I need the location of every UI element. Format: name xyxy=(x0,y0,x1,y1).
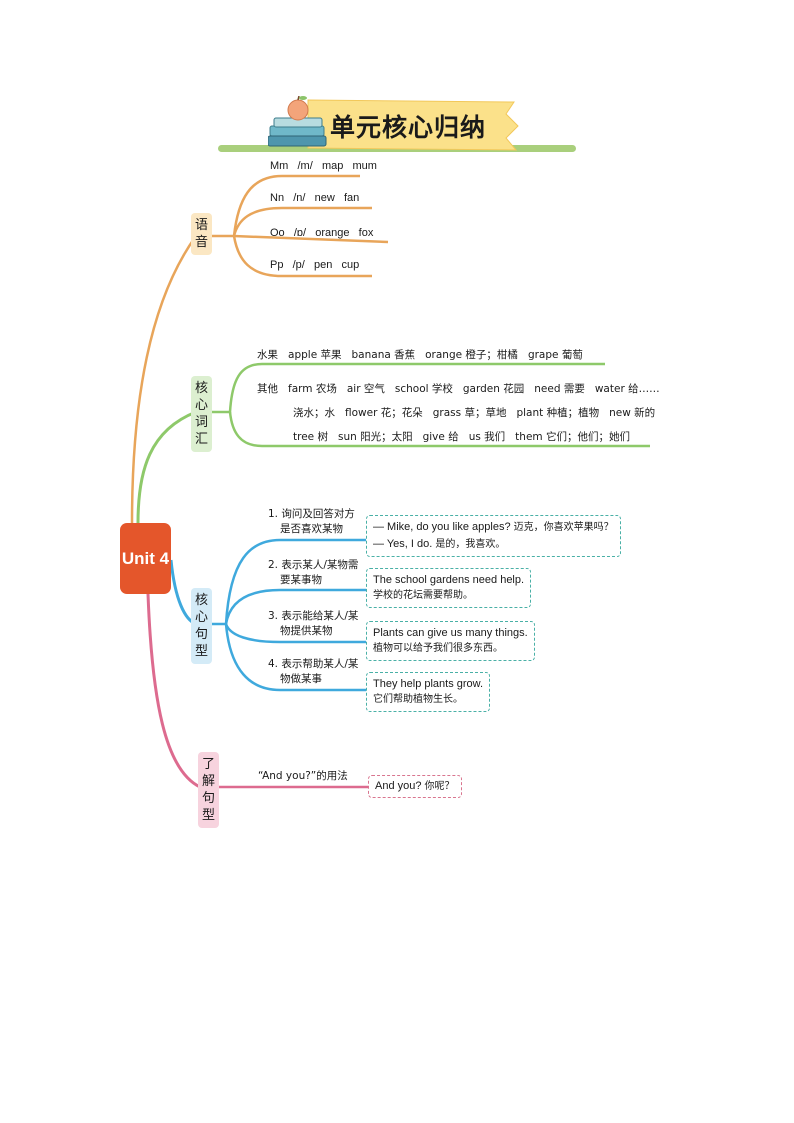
sentence-label: 2. 表示某人/某物需 要某事物 xyxy=(268,558,358,588)
example-zh: 学校的花坛需要帮助。 xyxy=(373,590,473,601)
example-zh: 植物可以给予我们很多东西。 xyxy=(373,643,503,654)
vocab-other-line: 浇水；水 flower 花；花朵 grass 草；草地 plant 种植；植物 … xyxy=(293,407,656,419)
sentence-label-line: 4. 表示帮助某人/某 xyxy=(268,658,359,670)
example-en: They help plants grow. xyxy=(373,678,484,690)
category-char: 核 xyxy=(194,593,208,608)
sentence-example: Plants can give us many things. 植物可以给予我们… xyxy=(366,621,535,661)
sentence-label-line: 是否喜欢某物 xyxy=(280,523,343,535)
sentence-example: They help plants grow. 它们帮助植物生长。 xyxy=(366,672,491,712)
category-char: 词 xyxy=(194,415,208,430)
phonics-item: Oo /ɒ/ orange fox xyxy=(270,227,374,239)
example-zh: 是的，我喜欢。 xyxy=(435,539,506,550)
example-en: And you? xyxy=(375,780,425,792)
category-char: 句 xyxy=(201,791,215,806)
phonics-item: Pp /p/ pen cup xyxy=(270,259,360,271)
sentence-label: 1. 询问及回答对方 是否喜欢某物 xyxy=(268,507,355,537)
category-sentences: 核 心 句 型 xyxy=(191,588,212,664)
category-char: 核 xyxy=(194,381,208,396)
category-phonics: 语 音 xyxy=(191,213,212,255)
sentence-label-line: 2. 表示某人/某物需 xyxy=(268,559,359,571)
sentence-example: The school gardens need help. 学校的花坛需要帮助。 xyxy=(366,568,532,608)
sentence-label-line: 物做某事 xyxy=(280,673,322,685)
books-apple-icon xyxy=(267,95,519,151)
title-banner xyxy=(267,95,524,158)
sentence-label-line: 物提供某物 xyxy=(280,625,333,637)
understand-label: “And you?”的用法 xyxy=(258,770,348,782)
example-en: — Mike, do you like apples? xyxy=(373,521,514,533)
category-char: 型 xyxy=(201,808,215,823)
sentence-label-line: 要某事物 xyxy=(280,574,322,586)
category-char: 心 xyxy=(194,610,208,625)
vocab-fruit: 水果 apple 苹果 banana 香蕉 orange 橙子；柑橘 grape… xyxy=(257,349,583,361)
example-en: Plants can give us many things. xyxy=(373,627,528,639)
sentence-label: 3. 表示能给某人/某 物提供某物 xyxy=(268,609,358,639)
example-en: — Yes, I do. xyxy=(373,538,436,550)
example-line: — Yes, I do. 是的，我喜欢。 xyxy=(373,536,614,553)
category-char: 音 xyxy=(194,235,208,250)
category-understand: 了 解 句 型 xyxy=(198,752,219,828)
vocab-other-line: tree 树 sun 阳光；太阳 give 给 us 我们 them 它们；他们… xyxy=(293,431,630,443)
understand-example: And you? 你呢？ xyxy=(368,775,462,798)
sentence-label: 4. 表示帮助某人/某 物做某事 xyxy=(268,657,358,687)
page-title: 单元核心归纳 xyxy=(330,113,487,142)
phonics-item: Nn /n/ new fan xyxy=(270,192,360,204)
category-vocab: 核 心 词 汇 xyxy=(191,376,212,452)
center-node: Unit 4 xyxy=(120,523,171,594)
category-char: 解 xyxy=(201,774,215,789)
example-zh: 迈克，你喜欢苹果吗？ xyxy=(513,522,614,533)
category-char: 型 xyxy=(194,644,208,659)
example-zh: 你呢？ xyxy=(424,781,455,792)
category-char: 语 xyxy=(194,218,208,233)
example-en: The school gardens need help. xyxy=(373,574,525,586)
sentence-label-line: 1. 询问及回答对方 xyxy=(268,508,355,520)
category-char: 句 xyxy=(194,627,208,642)
vocab-other-line: 其他 farm 农场 air 空气 school 学校 garden 花园 ne… xyxy=(257,383,660,395)
phonics-item: Mm /m/ map mum xyxy=(270,160,377,172)
example-zh: 它们帮助植物生长。 xyxy=(373,694,463,705)
category-char: 了 xyxy=(201,757,215,772)
category-char: 心 xyxy=(194,398,208,413)
example-line: — Mike, do you like apples? 迈克，你喜欢苹果吗？ xyxy=(373,519,614,536)
category-char: 汇 xyxy=(194,432,208,447)
sentence-label-line: 3. 表示能给某人/某 xyxy=(268,610,359,622)
sentence-example: — Mike, do you like apples? 迈克，你喜欢苹果吗？ —… xyxy=(366,515,621,557)
